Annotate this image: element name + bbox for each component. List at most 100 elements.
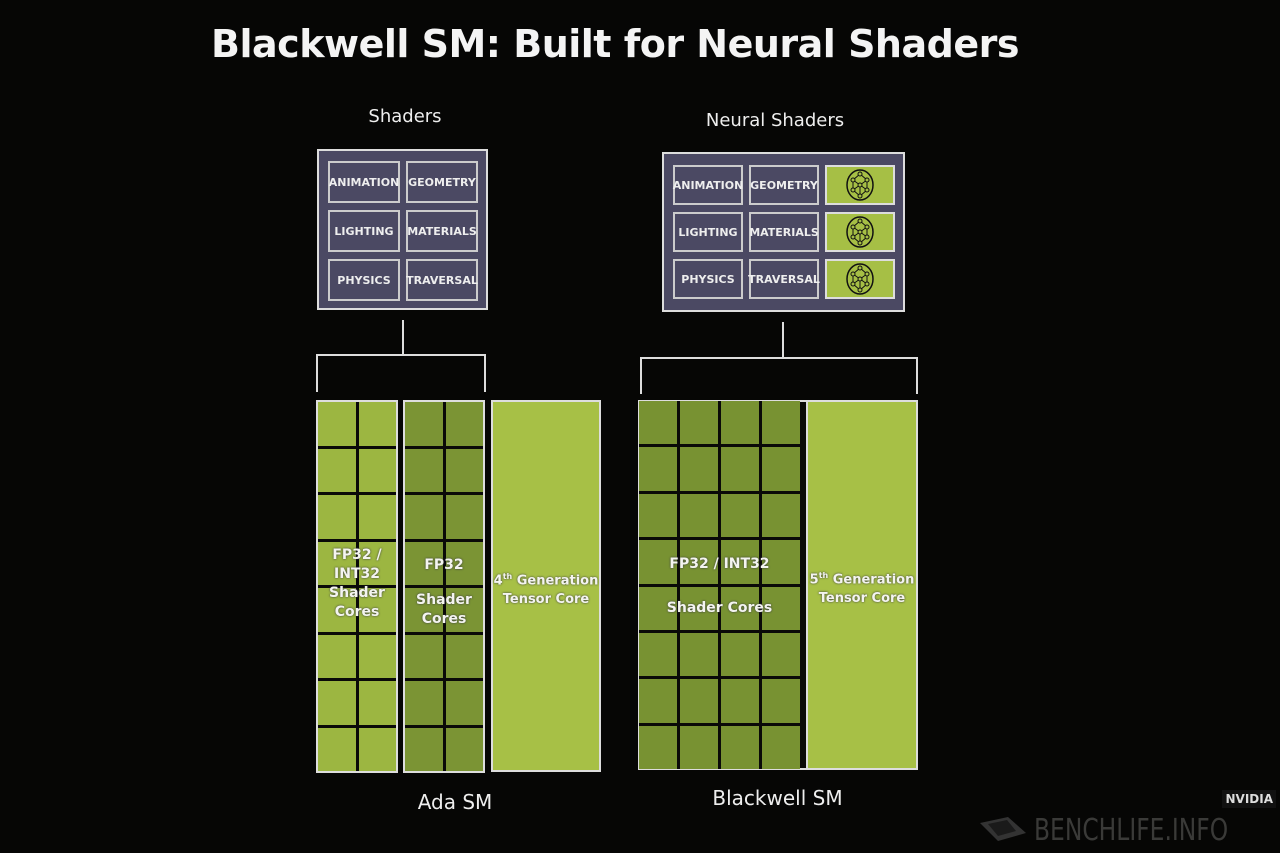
core-cell <box>680 493 718 538</box>
ada-fp32-cores <box>403 400 485 773</box>
label-line: FP32 / <box>332 547 382 563</box>
core-cell <box>445 402 483 446</box>
core-cell <box>358 448 396 492</box>
core-cell <box>680 725 718 769</box>
core-cell <box>680 540 718 584</box>
label-line: FP32 <box>424 557 464 573</box>
connector <box>782 322 784 358</box>
core-cell <box>762 493 800 538</box>
core-cell <box>318 634 356 678</box>
blackwell-tensor-core <box>806 400 918 770</box>
core-cell <box>318 448 356 492</box>
core-cell <box>680 632 718 677</box>
cell-traversal: TRAVERSAL <box>406 259 478 301</box>
core-cell <box>445 495 483 539</box>
core-cell <box>358 541 396 585</box>
core-cell <box>639 679 677 723</box>
cell-geometry: GEOMETRY <box>406 161 478 203</box>
core-cell <box>318 727 356 771</box>
cell-lighting: LIGHTING <box>328 210 400 252</box>
neural-network-icon <box>846 169 874 201</box>
core-cell <box>405 634 443 678</box>
cell-materials: MATERIALS <box>749 212 819 252</box>
core-cell <box>639 401 677 445</box>
core-cell <box>445 541 483 585</box>
core-cell <box>405 448 443 492</box>
ada-sm-label: Ada SM <box>417 790 493 814</box>
core-cell <box>680 401 718 445</box>
label-line: Cores <box>334 604 380 620</box>
core-cell <box>405 681 443 725</box>
core-cell <box>358 727 396 771</box>
ada-tensor-label: 4th Generation Tensor Core <box>491 567 601 609</box>
core-cell <box>680 586 718 630</box>
label-line: FP32 / INT32 <box>669 556 770 572</box>
connector <box>402 320 404 356</box>
core-cell <box>762 725 800 769</box>
benchlife-logo-icon <box>978 815 1028 845</box>
core-cell <box>318 541 356 585</box>
cell-physics: PHYSICS <box>673 259 743 299</box>
core-cell <box>721 725 759 769</box>
neural-shaders-panel: ANIMATION GEOMETRY LIGHTING MATERIALS PH… <box>662 152 905 312</box>
neural-network-icon <box>846 263 874 295</box>
core-cell <box>639 493 677 538</box>
core-cell <box>680 447 718 491</box>
core-cell <box>445 448 483 492</box>
gen-text: Generation <box>512 573 599 589</box>
neural-network-icon <box>846 216 874 248</box>
core-cell <box>318 588 356 632</box>
neural-shaders-header: Neural Shaders <box>705 110 845 131</box>
core-cell <box>762 586 800 630</box>
cell-materials: MATERIALS <box>406 210 478 252</box>
core-cell <box>721 493 759 538</box>
core-cell <box>639 447 677 491</box>
core-cell <box>318 495 356 539</box>
shaders-header: Shaders <box>368 106 442 127</box>
gen-text: Generation <box>828 572 915 588</box>
blackwell-shader-cores <box>639 401 800 769</box>
core-cell <box>721 586 759 630</box>
bracket-left <box>640 357 642 394</box>
label-line: Tensor Core <box>818 591 906 607</box>
cell-physics: PHYSICS <box>328 259 400 301</box>
core-cell <box>358 495 396 539</box>
bracket-right <box>484 354 486 392</box>
core-cell <box>721 632 759 677</box>
core-cell <box>358 681 396 725</box>
core-cell <box>762 540 800 584</box>
core-cell <box>721 447 759 491</box>
neural-cell <box>825 259 895 299</box>
nvidia-logo: NVIDIA <box>1222 790 1276 808</box>
core-cell <box>680 679 718 723</box>
core-cell <box>639 586 677 630</box>
core-cell <box>358 588 396 632</box>
sup: th <box>502 572 513 581</box>
cell-traversal: TRAVERSAL <box>748 259 820 299</box>
core-cell <box>762 401 800 445</box>
blackwell-tensor-label: 5th Generation Tensor Core <box>806 566 918 608</box>
core-cell <box>405 541 443 585</box>
label-line: Shader Cores <box>666 600 773 616</box>
sup: th <box>818 571 829 580</box>
core-cell <box>358 402 396 446</box>
cell-animation: ANIMATION <box>673 165 743 205</box>
slide-title: Blackwell SM: Built for Neural Shaders <box>211 22 1019 66</box>
blackwell-sm-label: Blackwell SM <box>712 786 843 810</box>
core-cell <box>358 634 396 678</box>
bracket-right <box>916 357 918 394</box>
gen: 4 <box>493 573 503 589</box>
bracket <box>316 354 486 356</box>
core-cell <box>445 634 483 678</box>
label-line: INT32 <box>334 566 380 582</box>
cell-geometry: GEOMETRY <box>749 165 819 205</box>
core-cell <box>721 679 759 723</box>
core-cell <box>445 588 483 632</box>
core-cell <box>762 679 800 723</box>
core-cell <box>721 540 759 584</box>
label-line: Tensor Core <box>502 592 590 608</box>
neural-cell <box>825 212 895 252</box>
